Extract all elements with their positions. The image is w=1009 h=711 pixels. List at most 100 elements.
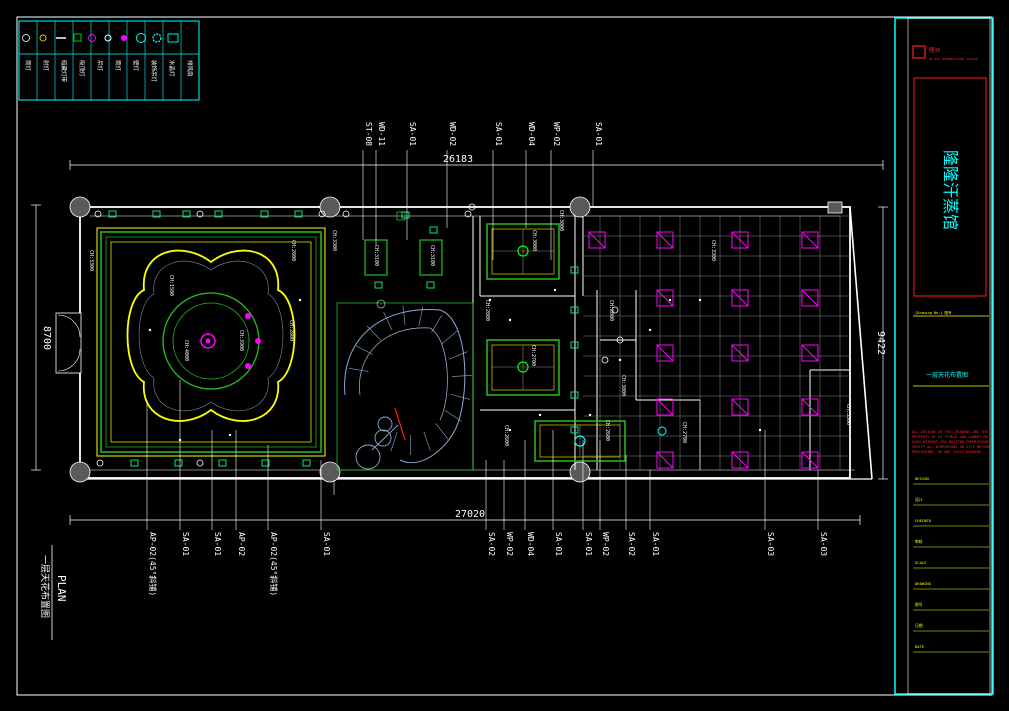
downlight-icon [429,226,438,234]
downlight-icon [22,34,30,42]
notes-text: ALL DESIGNS IN THIS DRAWING ARE THE PROP… [912,430,990,454]
legend-label-8: 水晶灯 [168,60,176,77]
mini-light-icon [488,298,492,302]
plan-title: PLAN 一层天花布置图 [39,545,68,640]
legend-label-0: 筒灯 [24,60,32,72]
mini-light-icon [508,318,512,322]
ceiling-height-tag: CH:3300 [845,404,851,425]
ceiling-height-tag: CH:2800 [484,300,490,321]
grille-light-icon [656,231,674,249]
title-field-label: 日期 [915,623,923,628]
top-callout-label: WD-04 [527,122,536,146]
ceiling-height-tag: CH:3000 [558,210,564,231]
mini-light-icon [553,288,557,292]
downlight-icon [214,210,223,218]
bottom-callout-label: SA-01 [651,532,660,556]
legend-label-4: 吊灯 [96,60,104,72]
title-field-label: 设计 [915,497,923,502]
legend-label-3: 吸顶灯 [78,60,86,77]
spiral-staircase [336,299,474,471]
dimension-right: 9422 [875,331,886,355]
spotlight-icon [468,203,476,211]
grille-light-icon [801,231,819,249]
downlight-icon [426,281,435,289]
title-field-label: 审核 [915,539,923,544]
vip-pendant-icon [517,245,529,257]
downlight-icon [294,210,303,218]
ceiling-height-tag: CH:2800 [608,300,614,321]
lobby-ceiling [96,227,326,457]
crystal-lamp-icon [152,33,162,43]
vip-ceiling-lower [534,420,626,462]
spotlight-icon [318,210,326,218]
ceiling-height-tag: CH:3100 [429,245,435,266]
drawing-no-label: [Drawing No.] 图号 [915,310,952,315]
mini-light-icon [758,428,762,432]
grille-light-icon [731,398,749,416]
dimension-lines [31,160,888,525]
bottom-callout-label: SA-01 [584,532,593,556]
spotlight-icon [96,459,104,467]
title-field-label: DATE [915,644,925,649]
title-field-label: CHECKED [915,518,932,523]
downlight-icon [261,459,270,467]
top-callout-label: ST-08 [364,122,373,146]
crystal-chandelier-icon [200,333,216,349]
dimension-bottom: 27020 [455,509,485,520]
mini-light-icon [538,413,542,417]
spotlight-icon [196,459,204,467]
spotlight-icon [611,306,619,314]
mini-light-icon [698,298,702,302]
downlight-icon [570,391,579,399]
ceiling-height-tag: CH:3300 [331,230,337,251]
ceiling-height-tag: CH:3300 [710,240,716,261]
decor-pendant-icon [136,33,146,43]
dimension-left: 8700 [41,326,52,350]
legend-label-7: 装饰吊灯 [150,60,158,83]
bottom-callout-label: SA-02 [627,532,636,556]
plan-title-en: PLAN [55,575,68,602]
downlight-icon [570,341,579,349]
project-name-box [913,77,987,297]
mini-light-icon [148,328,152,332]
bottom-callout-label: AP-02(45°斜铺) [148,532,158,596]
logo-text: 隆洲 [929,46,941,54]
ceiling-height-tag: CH:3900 [238,330,244,351]
downlight-icon [570,306,579,314]
downlight-icon [570,266,579,274]
spotlight-icon [464,210,472,218]
title-block-inner-frame [907,17,991,695]
hall-ceiling-grid [583,215,850,470]
legend-symbols [22,33,179,43]
top-callout-label: SA-01 [494,122,503,146]
spotlight-icon [39,34,47,42]
ceiling-height-tag: CH:1500 [168,275,174,296]
drawing-name: 一层天花布置图 [926,371,968,379]
legend-label-9: 排风扇 [186,60,194,77]
grille-light-icon [731,289,749,307]
downlight-icon [130,459,139,467]
lobby-wall-lamp-icon [245,313,251,319]
bottom-callout-label: WP-02 [601,532,610,556]
downlight-icon [302,459,311,467]
bottom-callout-label: SA-01 [322,532,331,556]
grille-light-icon [801,398,819,416]
spotlight-icon [601,356,609,364]
grille-light-icon [656,344,674,362]
ceiling-height-tag: CH:2700 [530,345,536,366]
bottom-callout-label: WD-04 [526,532,535,556]
top-callout-label: WP-02 [552,122,561,146]
grille-light-icon [731,231,749,249]
mini-light-icon [588,413,592,417]
ceiling-height-tag: CH:2800 [288,320,294,341]
ceiling-height-tag: CH:3000 [531,230,537,251]
grille-light-icon [656,451,674,469]
legend-label-5: 筒灯 [114,60,122,72]
ceiling-height-tag: CH:4000 [183,340,189,361]
interior-partitions [472,216,850,470]
ceiling-height-tag: CH:2800 [290,240,296,261]
mini-light-icon [508,428,512,432]
grille-light-icon [801,451,819,469]
bottom-callout-label: SA-02 [487,532,496,556]
